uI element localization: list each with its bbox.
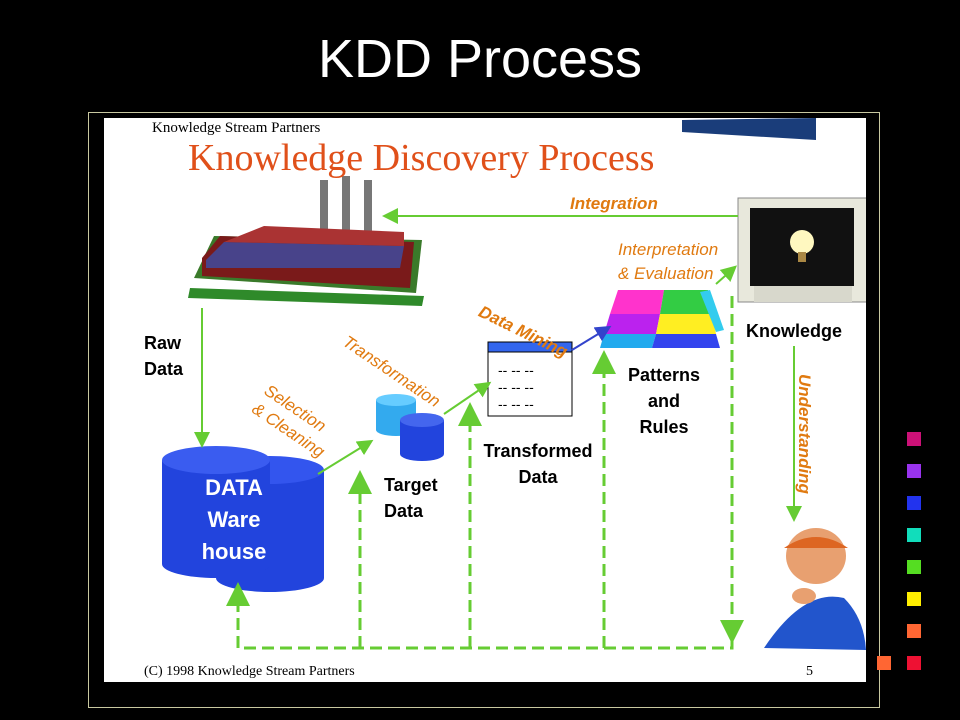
warehouse-text: DATA Ware house: [201, 475, 267, 564]
logo-swoosh: [682, 118, 816, 140]
transformed-data-table: [487, 341, 573, 417]
label-patterns-rules: Patterns and Rules: [627, 365, 701, 437]
bullet-square: [907, 432, 921, 446]
diagram-footer-copyright: (C) 1998 Knowledge Stream Partners: [144, 664, 355, 679]
bullet-square: [907, 496, 921, 510]
label-raw-data: Raw Data: [144, 333, 184, 379]
diagram-graphics: [162, 118, 866, 650]
diagram-header-small: Knowledge Stream Partners: [152, 120, 321, 136]
label-integration: Integration: [570, 194, 658, 213]
image-frame: [88, 112, 880, 708]
diagram-footer-page: 5: [806, 664, 813, 679]
bullet-square: [907, 592, 921, 606]
puzzle-patterns-icon: [600, 290, 724, 348]
target-data-icon: [376, 394, 444, 461]
slide-title: KDD Process: [317, 29, 643, 89]
bullet-square: [907, 656, 921, 670]
label-transformed-data: Transformed Data: [483, 441, 593, 487]
label-understanding: Understanding: [795, 374, 814, 494]
thinking-person-icon: [764, 528, 866, 650]
factory-icon: [188, 176, 424, 306]
data-warehouse-icon: [162, 446, 324, 592]
corner-square: [877, 656, 891, 670]
bullet-square: [907, 560, 921, 574]
computer-monitor-icon: [737, 197, 866, 303]
diagram-panel: Knowledge Stream Partners Knowledge Disc…: [104, 118, 866, 682]
label-target-data: Target Data: [384, 475, 438, 521]
flow-arrows: [194, 208, 802, 650]
diagram-title: Knowledge Discovery Process: [188, 137, 655, 179]
label-interpretation: Interpretation & Evaluation: [618, 240, 719, 283]
transformed-table-rows: -- -- -- -- -- -- -- -- --: [498, 362, 534, 412]
bullet-square: [907, 528, 921, 542]
bullet-square: [907, 464, 921, 478]
label-knowledge: Knowledge: [746, 321, 843, 341]
bullet-square: [907, 624, 921, 638]
